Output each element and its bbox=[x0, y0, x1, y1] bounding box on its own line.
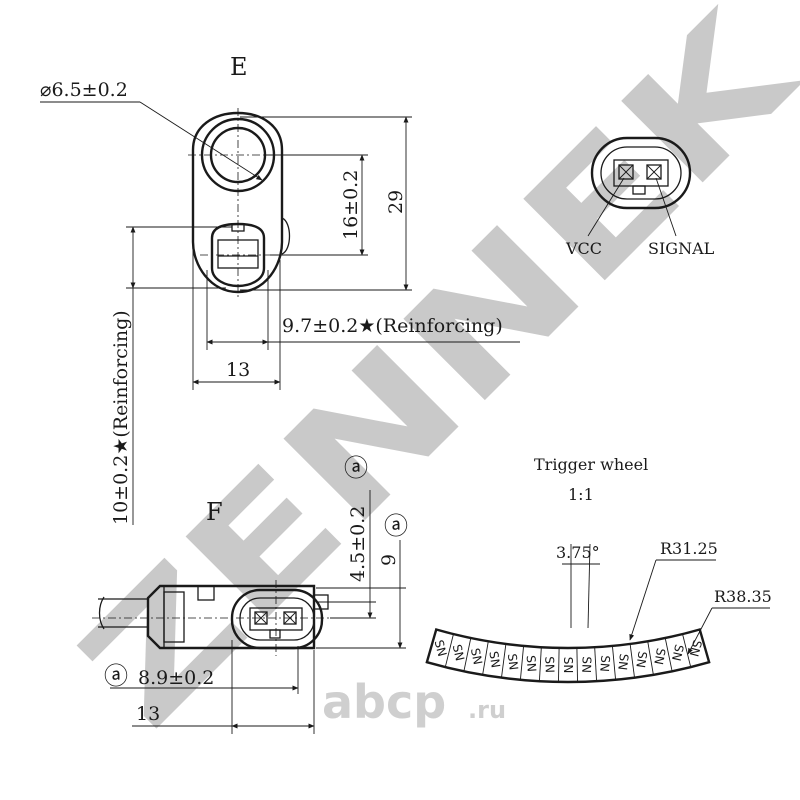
trigger-wheel-scale: 1:1 bbox=[568, 485, 594, 504]
trigger-wheel-divider bbox=[538, 647, 542, 682]
dim-89-marker: ⓐ bbox=[104, 662, 128, 690]
outer-radius-leader-diag bbox=[687, 607, 713, 655]
trigger-wheel-segment-label: SN bbox=[561, 657, 575, 674]
trigger-wheel-segment-label: SN bbox=[579, 656, 594, 673]
connector-pin-1-x2 bbox=[618, 164, 634, 180]
inner-radius-leader-diag bbox=[629, 559, 657, 641]
connector-face-outer bbox=[590, 136, 692, 210]
trigger-wheel-divider bbox=[647, 641, 654, 675]
trigger-wheel-divider bbox=[576, 647, 578, 682]
view-f-key bbox=[269, 629, 281, 639]
trigger-wheel-segment-label: SN bbox=[542, 656, 557, 673]
view-f: F 4.5±0.2 ⓐ 9 ⓐ bbox=[92, 454, 408, 734]
trigger-wheel-angle: 3.75° bbox=[556, 543, 600, 562]
trigger-wheel-segment-label: SN bbox=[669, 643, 686, 662]
view-e: E ⌀6.5±0.2 29 16±0.2 bbox=[40, 53, 520, 525]
trigger-wheel-divider bbox=[664, 637, 673, 672]
trigger-wheel-segment-label: SN bbox=[432, 638, 450, 658]
dim-13-f-label: 13 bbox=[136, 703, 160, 725]
dim-89-label: 8.9±0.2 bbox=[138, 667, 214, 689]
angle-ext-2 bbox=[587, 543, 591, 629]
trigger-wheel-divider bbox=[482, 641, 489, 675]
trigger-wheel-divider bbox=[501, 643, 507, 678]
view-f-collar-block bbox=[163, 591, 185, 643]
trigger-wheel-segment-label: SN bbox=[651, 647, 668, 666]
trigger-wheel-segment-label: SN bbox=[687, 638, 705, 658]
dim-9-label: 9 bbox=[378, 554, 400, 566]
view-e-connector-head bbox=[210, 222, 266, 288]
connector-face-inner bbox=[600, 146, 682, 200]
trigger-wheel-divider bbox=[682, 633, 692, 668]
hole-dia-leader-diag bbox=[139, 101, 263, 181]
view-f-connector-inner bbox=[239, 597, 315, 641]
hole-dia-label: ⌀6.5±0.2 bbox=[40, 79, 128, 101]
dim-16-label: 16±0.2 bbox=[340, 170, 362, 240]
connector-key bbox=[632, 185, 646, 195]
view-f-title: F bbox=[206, 498, 223, 526]
view-f-notch bbox=[197, 585, 215, 601]
view-e-body-outline bbox=[191, 111, 284, 294]
trigger-wheel-divider bbox=[611, 645, 617, 680]
dim-10-label: 10±0.2★(Reinforcing) bbox=[110, 310, 132, 525]
view-f-pin-1-x2 bbox=[254, 611, 268, 625]
trigger-wheel-segment-label: SN bbox=[524, 655, 539, 673]
dim-97-label: 9.7±0.2★(Reinforcing) bbox=[282, 315, 503, 337]
connector-pin-2-x2 bbox=[646, 164, 662, 180]
trigger-wheel-band bbox=[425, 627, 711, 684]
vcc-leader bbox=[587, 177, 625, 237]
view-f-body bbox=[146, 584, 316, 650]
connector-face: VCC SIGNAL bbox=[565, 136, 715, 258]
trigger-wheel-divider bbox=[558, 647, 560, 682]
site-watermark-text: abcp bbox=[322, 675, 446, 729]
trigger-wheel-divider bbox=[629, 643, 635, 678]
site-watermark: abcp .ru bbox=[322, 675, 506, 729]
signal-leader bbox=[655, 177, 677, 237]
trigger-wheel-divider bbox=[594, 647, 598, 682]
trigger-wheel-outer-radius: R38.35 bbox=[714, 587, 772, 606]
dim-45-marker: ⓐ bbox=[344, 454, 368, 482]
trigger-wheel-divider bbox=[444, 633, 454, 668]
dim-13-e-label: 13 bbox=[226, 359, 250, 381]
view-f-cable-end bbox=[98, 596, 105, 630]
connector-pin-2 bbox=[646, 164, 662, 180]
trigger-wheel-segment-label: SN bbox=[633, 650, 649, 668]
trigger-wheel-segment-label: SN bbox=[450, 643, 467, 662]
connector-pin-1 bbox=[618, 164, 634, 180]
trigger-wheel-segment-label: SN bbox=[597, 655, 612, 673]
view-e-side-bump bbox=[281, 217, 291, 255]
connector-pin-1-label: VCC bbox=[565, 239, 602, 258]
trigger-wheel-title: Trigger wheel bbox=[534, 455, 648, 474]
dim-45-label: 4.5±0.2 bbox=[347, 506, 369, 582]
dim-9-marker: ⓐ bbox=[384, 512, 408, 540]
trigger-wheel-segment-label: SN bbox=[468, 647, 485, 666]
dim-29-label: 29 bbox=[385, 190, 407, 214]
trigger-wheel-segment-label: SN bbox=[505, 653, 521, 671]
trigger-wheel-segment-label: SN bbox=[615, 653, 631, 671]
site-watermark-suffix: .ru bbox=[468, 696, 506, 724]
view-f-connector-outer bbox=[230, 588, 324, 650]
trigger-wheel-divider bbox=[463, 637, 472, 672]
connector-pin-2-label: SIGNAL bbox=[648, 239, 715, 258]
trigger-wheel-divider bbox=[519, 645, 525, 680]
view-e-title: E bbox=[230, 53, 248, 81]
trigger-wheel-inner-radius: R31.25 bbox=[660, 539, 718, 558]
trigger-wheel-segment-label: SN bbox=[486, 650, 502, 668]
